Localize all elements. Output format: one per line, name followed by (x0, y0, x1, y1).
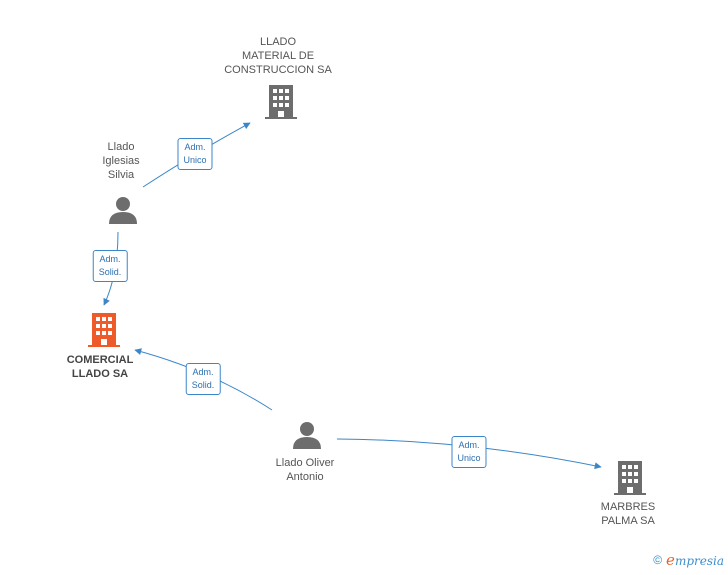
empresia-logo: empresia (666, 551, 724, 569)
building-icon[interactable] (265, 85, 297, 119)
edge-label-adm-unico[interactable]: Adm. Unico (451, 436, 487, 468)
person-icon[interactable] (293, 421, 321, 449)
node-label-llado-oliver: Llado Oliver Antonio (275, 457, 335, 483)
node-label-comercial-llado: COMERCIAL LLADO SA (66, 354, 134, 380)
edge-label-adm-solid[interactable]: Adm. Solid. (92, 250, 128, 282)
edge-label-adm-unico[interactable]: Adm. Unico (177, 138, 213, 170)
copyright-symbol: © (653, 553, 663, 567)
building-icon[interactable] (614, 461, 646, 495)
building-icon-main[interactable] (88, 313, 120, 347)
edge-label-adm-solid[interactable]: Adm. Solid. (185, 363, 221, 395)
node-label-marbres-palma: MARBRES PALMA SA (600, 501, 656, 527)
node-label-llado-iglesias: Llado Iglesias Silvia (102, 141, 140, 181)
person-icon[interactable] (109, 196, 137, 224)
node-label-llado-material: LLADO MATERIAL DE CONSTRUCCION SA (224, 36, 332, 76)
empresia-watermark: © empresia (653, 551, 724, 569)
